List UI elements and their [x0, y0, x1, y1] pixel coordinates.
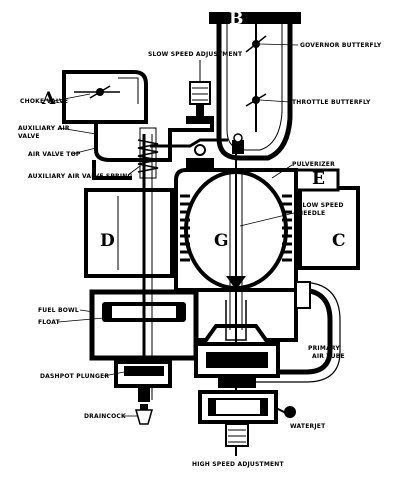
linkage-mechanism: [150, 133, 244, 168]
primary-air-tube: [240, 281, 341, 383]
port-d: [84, 188, 174, 278]
choke-housing-a: [62, 70, 148, 124]
letter-g: G: [214, 231, 229, 251]
label-choke-valve: CHOKE VALVE: [20, 98, 68, 105]
main-body: [84, 150, 360, 420]
label-pulverizer: PULVERIZER: [292, 161, 335, 168]
label-auxiliary-air-valve-spring: AUXILIARY AIR VALVE SPRING: [28, 173, 133, 180]
slow-speed-adjustment-screw: [186, 60, 214, 124]
high-speed-adjustment-screw: [225, 423, 249, 447]
label-air-valve-top: AIR VALVE TOP: [28, 151, 81, 158]
label-draincock: DRAINCOCK: [84, 413, 126, 420]
label-float: FLOAT: [38, 319, 61, 326]
letter-c: C: [332, 231, 346, 251]
auxiliary-air-valve-spring: [137, 139, 159, 173]
letter-d: D: [100, 231, 115, 251]
label-auxiliary-air-valve-2: VALVE: [18, 133, 40, 140]
label-slow-speed-adjustment: SLOW SPEED ADJUSTMENT: [148, 51, 243, 58]
dashpot-plunger: [124, 366, 164, 376]
label-high-speed-adjustment: HIGH SPEED ADJUSTMENT: [192, 461, 285, 468]
label-governor-butterfly: GOVERNOR BUTTERFLY: [300, 42, 382, 49]
pipe-b: [209, 12, 301, 161]
label-fuel-bowl: FUEL BOWL: [38, 307, 79, 314]
label-auxiliary-air-valve-1: AUXILIARY AIR: [18, 125, 70, 132]
label-water-jet: WATERJET: [290, 423, 326, 430]
label-slow-speed-needle-1: SLOW SPEED: [298, 202, 344, 209]
letter-a: A: [41, 89, 56, 109]
label-slow-speed-needle-2: NEEDLE: [298, 210, 325, 217]
label-throttle-butterfly: THROTTLE BUTTERFLY: [292, 99, 371, 106]
jet-assembly: [194, 342, 296, 456]
label-primary-1: PRIMARY: [308, 345, 340, 352]
plunger-rod: [137, 134, 159, 400]
letter-b: B: [229, 9, 243, 29]
dashpot: [114, 360, 172, 402]
draincock: [135, 404, 153, 425]
label-dashpot-plunger: DASHPOT PLUNGER: [40, 373, 109, 380]
letter-e: E: [312, 169, 325, 189]
label-primary-2: AIR TUBE: [312, 353, 345, 360]
water-jet-knob: [284, 406, 296, 418]
port-c: [298, 186, 360, 270]
